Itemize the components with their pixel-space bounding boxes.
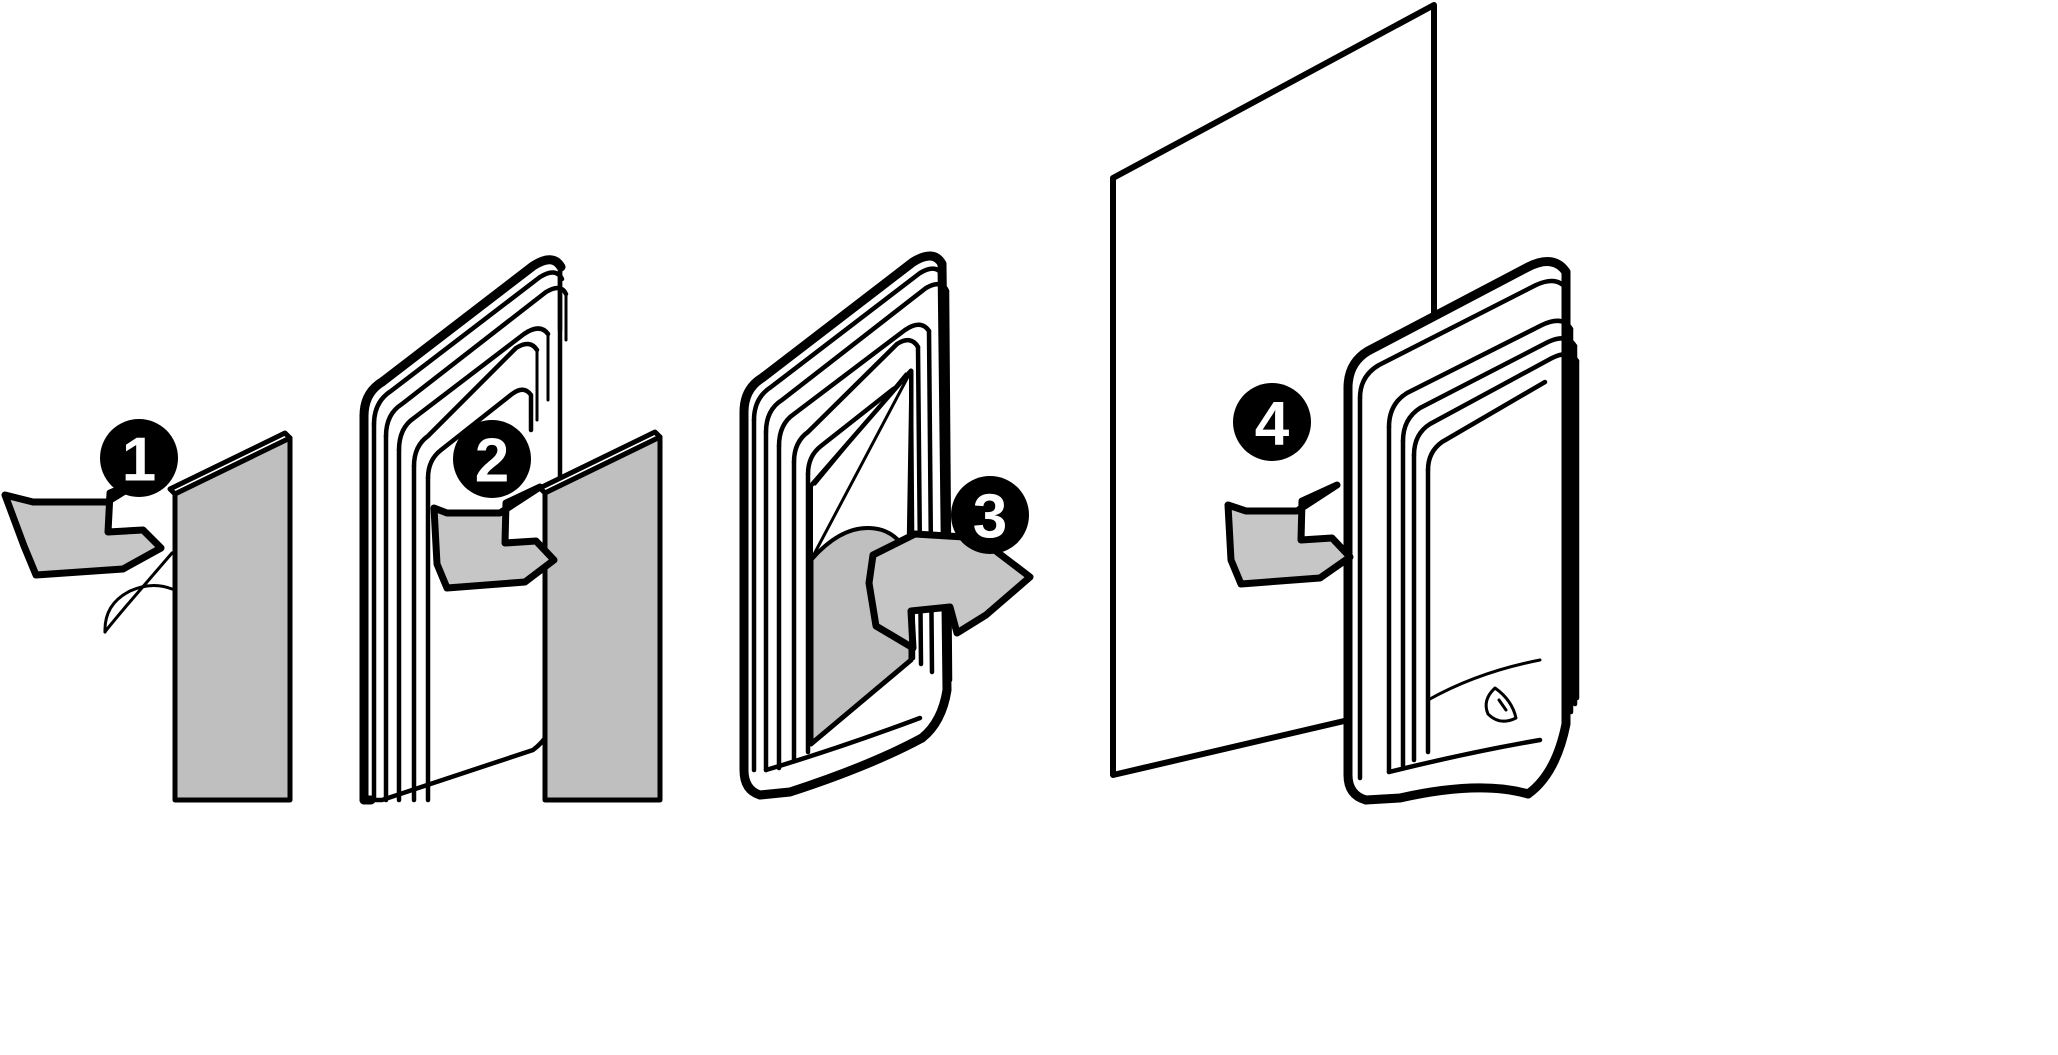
- step2-gray-panel: [537, 429, 663, 803]
- step2-badge: 2: [453, 420, 531, 498]
- step1-badge-number: 1: [122, 426, 156, 495]
- step3-badge: 3: [951, 476, 1029, 554]
- step-4-group: 4: [1110, 2, 1580, 805]
- illustration-title: Recessed panel frame installation explod…: [0, 0, 1, 1]
- step-1-group: 1: [1, 419, 293, 803]
- step2-insert-arrow[interactable]: [430, 483, 558, 592]
- step1-pull-arrow[interactable]: [1, 474, 165, 579]
- step4-mount-arrow[interactable]: [1224, 481, 1354, 588]
- illustration-caption: Recessed panel frame installation explod…: [0, 0, 1, 1]
- step-2-group: 2: [359, 255, 663, 805]
- step4-frame-unit: [1343, 257, 1580, 805]
- step4-badge: 4: [1233, 383, 1311, 461]
- step3-badge-number: 3: [973, 483, 1007, 552]
- step1-gray-panel: [167, 430, 293, 803]
- step-3-group: 3: [739, 251, 1034, 800]
- step4-badge-number: 4: [1255, 390, 1290, 459]
- step1-badge: 1: [100, 419, 178, 497]
- step2-badge-number: 2: [475, 427, 509, 496]
- step4-frame-recess: [1425, 379, 1548, 755]
- step1-peeling-film-corner: [103, 551, 174, 634]
